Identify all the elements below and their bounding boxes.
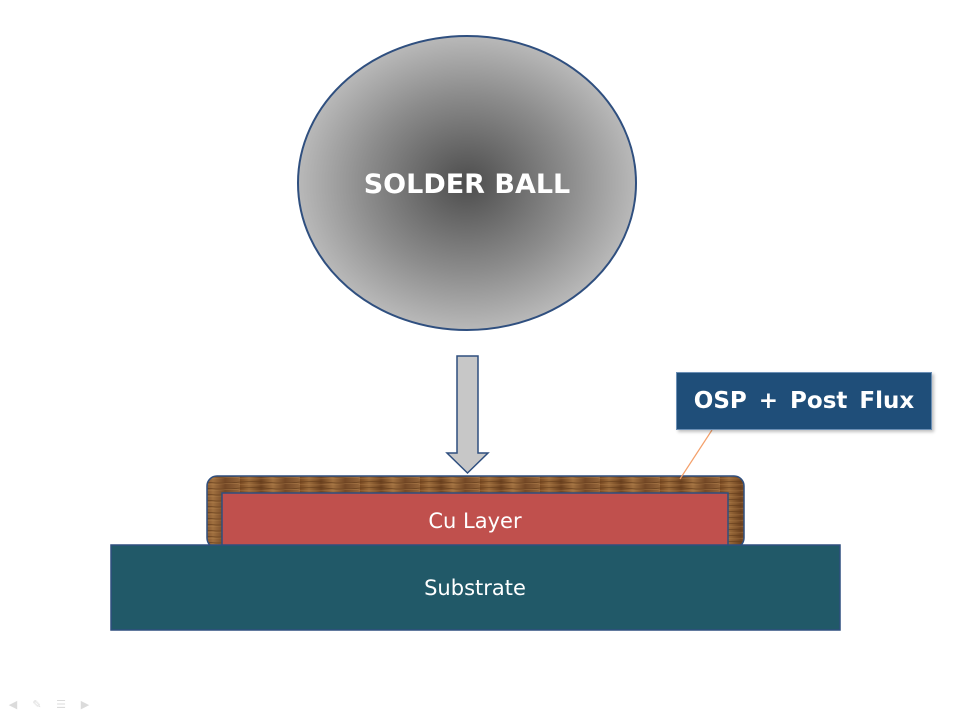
menu-icon[interactable]: ☰ xyxy=(56,698,66,711)
solder-ball xyxy=(297,35,637,331)
osp-post-flux-callout: OSP + Post Flux xyxy=(676,372,932,430)
callout-label: OSP + Post Flux xyxy=(693,388,915,414)
down-arrow-icon xyxy=(445,355,490,475)
callout-leader-line xyxy=(679,429,713,480)
arrow-left-icon[interactable]: ◀ xyxy=(8,698,18,711)
substrate-label: Substrate xyxy=(424,576,526,600)
slide-nav-controls: ◀ ✎ ☰ ▶ xyxy=(6,699,92,711)
pen-icon[interactable]: ✎ xyxy=(32,698,42,711)
cu-layer-label: Cu Layer xyxy=(428,509,522,533)
substrate xyxy=(110,544,841,631)
arrow-right-icon[interactable]: ▶ xyxy=(80,698,90,711)
solder-ball-label: SOLDER BALL xyxy=(364,169,571,200)
